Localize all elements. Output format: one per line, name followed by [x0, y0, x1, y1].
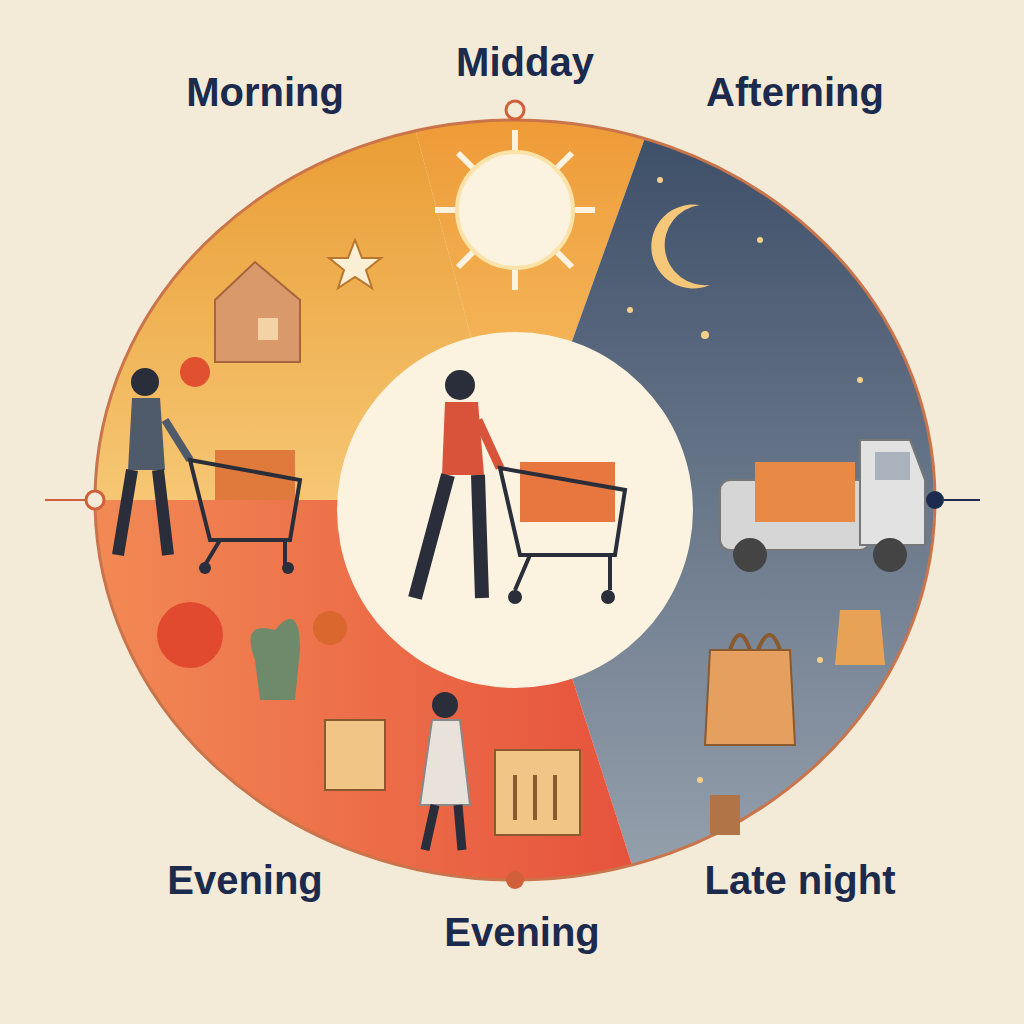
time-label: Evening [167, 858, 323, 902]
time-label: Late night [704, 858, 895, 902]
time-label: Evening [444, 910, 600, 954]
time-label: Morning [186, 70, 344, 114]
time-label: Afterning [706, 70, 884, 114]
time-label: Midday [456, 40, 594, 84]
